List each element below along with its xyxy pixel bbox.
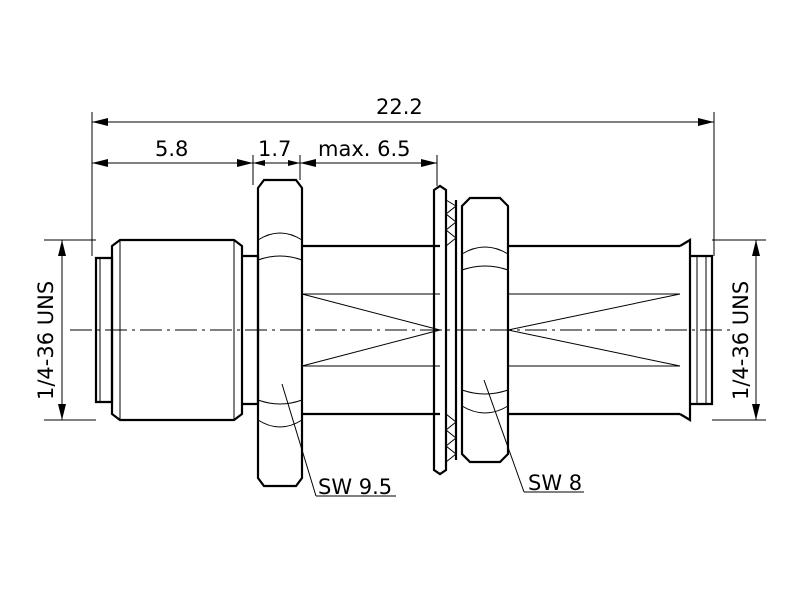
right-body (507, 238, 714, 422)
large-nut-wrench-label: SW 9.5 (318, 475, 392, 499)
overall-length-label: 22.2 (376, 95, 423, 119)
left-thread-label: 1/4-36 UNS (34, 281, 58, 400)
large-hex-nut (256, 178, 304, 488)
body-length-label: 5.8 (155, 137, 188, 161)
small-hex-nut (460, 196, 510, 464)
right-thread-label: 1/4-36 UNS (729, 281, 753, 400)
hex-body (301, 244, 441, 416)
dimension-lines (58, 118, 760, 420)
nut-thickness-label: 1.7 (258, 137, 291, 161)
panel-washer (432, 184, 458, 476)
small-nut-wrench-label: SW 8 (528, 471, 582, 495)
panel-thickness-label: max. 6.5 (318, 137, 411, 161)
extension-lines (44, 112, 766, 421)
leader-lines (281, 379, 584, 497)
